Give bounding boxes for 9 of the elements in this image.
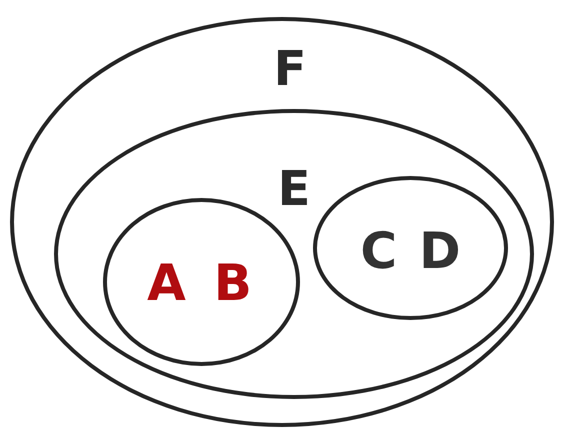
- ellipse: [54, 109, 534, 399]
- set-letter: D: [419, 226, 461, 276]
- set-letter: E: [278, 165, 310, 213]
- ellipse: [10, 17, 554, 427]
- set-letter: C: [360, 226, 398, 276]
- ellipse: [313, 176, 508, 320]
- set-letter: B: [214, 258, 252, 308]
- set-letter: A: [147, 258, 186, 308]
- set-letter: F: [274, 45, 306, 93]
